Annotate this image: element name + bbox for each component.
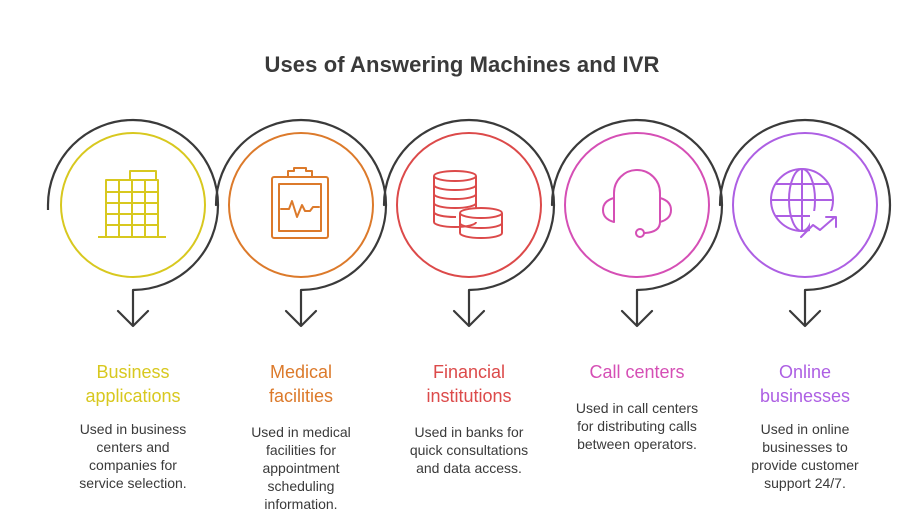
step-circle-business	[60, 132, 206, 278]
connector-arcs	[46, 118, 892, 327]
coin-stack-icon	[432, 170, 503, 239]
down-arrow-icon	[788, 309, 822, 328]
arrow-heads	[116, 309, 822, 328]
step-circle-online	[732, 132, 878, 278]
connector-arc-2	[214, 118, 388, 327]
globe-trend-icon	[770, 168, 840, 238]
clipboard-heartbeat-icon	[271, 167, 329, 239]
down-arrow-icon	[452, 309, 486, 328]
connector-arc-5	[718, 118, 892, 327]
down-arrow-icon	[284, 309, 318, 328]
connector-arc-1	[46, 118, 220, 327]
step-description-business: Used in business centers and companies f…	[79, 421, 187, 491]
page-title: Uses of Answering Machines and IVR	[264, 52, 660, 77]
step-description-callcenter: Used in call centers for distributing ca…	[575, 400, 699, 452]
down-arrow-icon	[620, 309, 654, 328]
step-description-medical: Used in medical facilities for appointme…	[251, 424, 351, 512]
connector-arc-3	[382, 118, 556, 327]
step-description-financial: Used in banks for quick consultations an…	[409, 424, 529, 476]
step-circle-callcenter	[564, 132, 710, 278]
down-arrow-icon	[116, 309, 150, 328]
step-circle-financial	[396, 132, 542, 278]
headset-icon	[602, 169, 672, 238]
step-heading-callcenter: Call centers	[589, 362, 685, 382]
office-building-icon	[98, 170, 166, 238]
step-circle-medical	[228, 132, 374, 278]
connector-bottom-arcs	[46, 204, 892, 292]
connector-arc-4	[550, 118, 724, 327]
step-description-online: Used in online businesses to provide cus…	[751, 421, 859, 491]
